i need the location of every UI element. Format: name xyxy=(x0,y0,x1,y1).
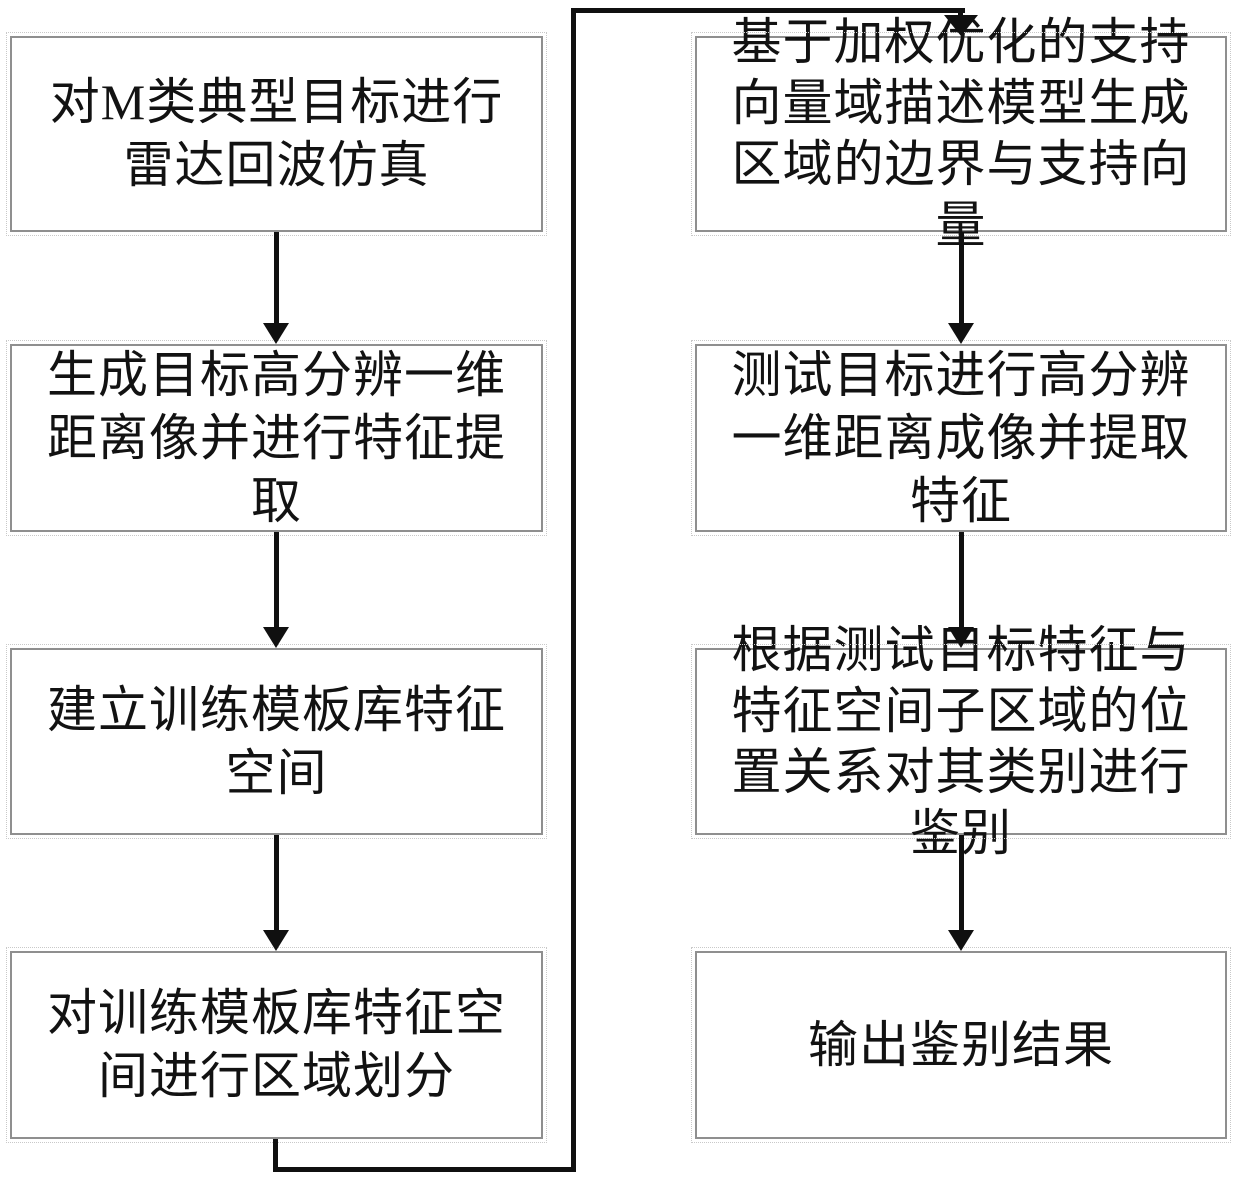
box-test-target-hrrp-feature-extraction: 测试目标进行高分辨一维距离成像并提取特征 xyxy=(691,340,1231,536)
box-build-training-template-feature-space-label: 建立训练模板库特征空间 xyxy=(47,681,506,801)
connector-segment-middle-vertical xyxy=(571,8,576,1172)
down-arrow-icon xyxy=(263,835,289,951)
down-arrow-icon xyxy=(263,532,289,648)
box-build-training-template-feature-space: 建立训练模板库特征空间 xyxy=(6,644,547,839)
box-classify-by-position-relation: 根据测试目标特征与特征空间子区域的位置关系对其类别进行鉴别 xyxy=(691,622,1231,861)
box-weighted-svdd-boundary-support-vectors-label: 基于加权优化的支持向量域描述模型生成区域的边界与支持向量 xyxy=(731,14,1191,253)
box-partition-feature-space-regions-label: 对训练模板库特征空间进行区域划分 xyxy=(47,985,506,1104)
box-radar-echo-simulation: 对M类典型目标进行雷达回波仿真 xyxy=(6,32,547,236)
box-output-discrimination-result-label: 输出鉴别结果 xyxy=(808,1016,1114,1073)
down-arrowhead-icon xyxy=(944,15,978,36)
box-test-target-hrrp-feature-extraction-label: 测试目标进行高分辨一维距离成像并提取特征 xyxy=(731,346,1191,529)
connector-segment-top-horizontal xyxy=(571,8,965,13)
box-classify-by-position-relation-label: 根据测试目标特征与特征空间子区域的位置关系对其类别进行鉴别 xyxy=(731,621,1191,861)
box-weighted-svdd-boundary-support-vectors: 基于加权优化的支持向量域描述模型生成区域的边界与支持向量 xyxy=(691,14,1231,253)
connector-segment-bottom-horizontal xyxy=(273,1167,576,1172)
down-arrow-icon xyxy=(263,232,289,344)
down-arrow-icon xyxy=(948,232,974,344)
box-output-discrimination-result: 输出鉴别结果 xyxy=(691,947,1231,1143)
down-arrow-icon xyxy=(948,532,974,648)
box-radar-echo-simulation-label: 对M类典型目标进行雷达回波仿真 xyxy=(49,74,504,193)
connector-segment-down-from-left-bottom xyxy=(273,1139,278,1172)
box-hrrp-generation-feature-extraction-label: 生成目标高分辨一维距离像并进行特征提取 xyxy=(47,346,506,529)
box-partition-feature-space-regions: 对训练模板库特征空间进行区域划分 xyxy=(6,947,547,1143)
box-hrrp-generation-feature-extraction: 生成目标高分辨一维距离像并进行特征提取 xyxy=(6,340,547,536)
connector-segment-drop-into-right-top xyxy=(958,8,963,18)
down-arrow-icon xyxy=(948,835,974,951)
